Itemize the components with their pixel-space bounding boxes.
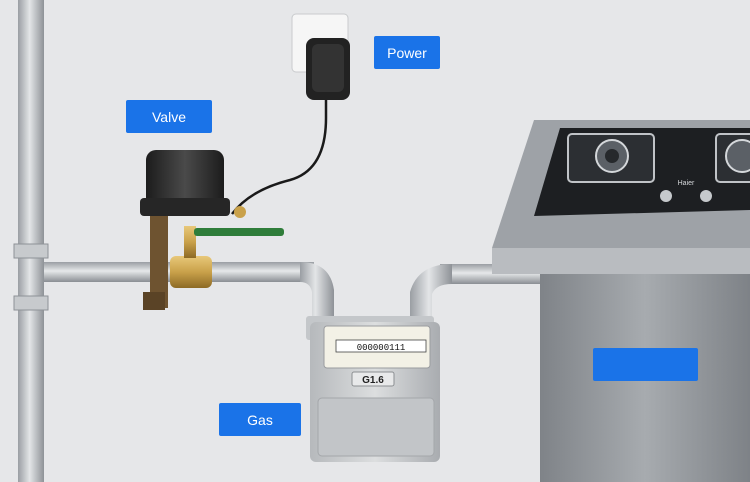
stove-label-blank: [593, 348, 698, 381]
stove-brand: Haier: [678, 180, 695, 187]
meter-rating: G1.6: [362, 375, 384, 386]
meter-digits: 000000111: [357, 343, 406, 353]
ball-valve: [170, 206, 284, 288]
power-adapter: [231, 38, 350, 215]
gas-cooktop: [534, 128, 750, 216]
valve-actuator: [140, 150, 230, 310]
gas-label: Gas: [219, 403, 301, 436]
power-label: Power: [374, 36, 440, 69]
valve-label: Valve: [126, 100, 212, 133]
gas-meter: [306, 316, 440, 462]
vertical-riser-pipe: [13, 0, 49, 482]
